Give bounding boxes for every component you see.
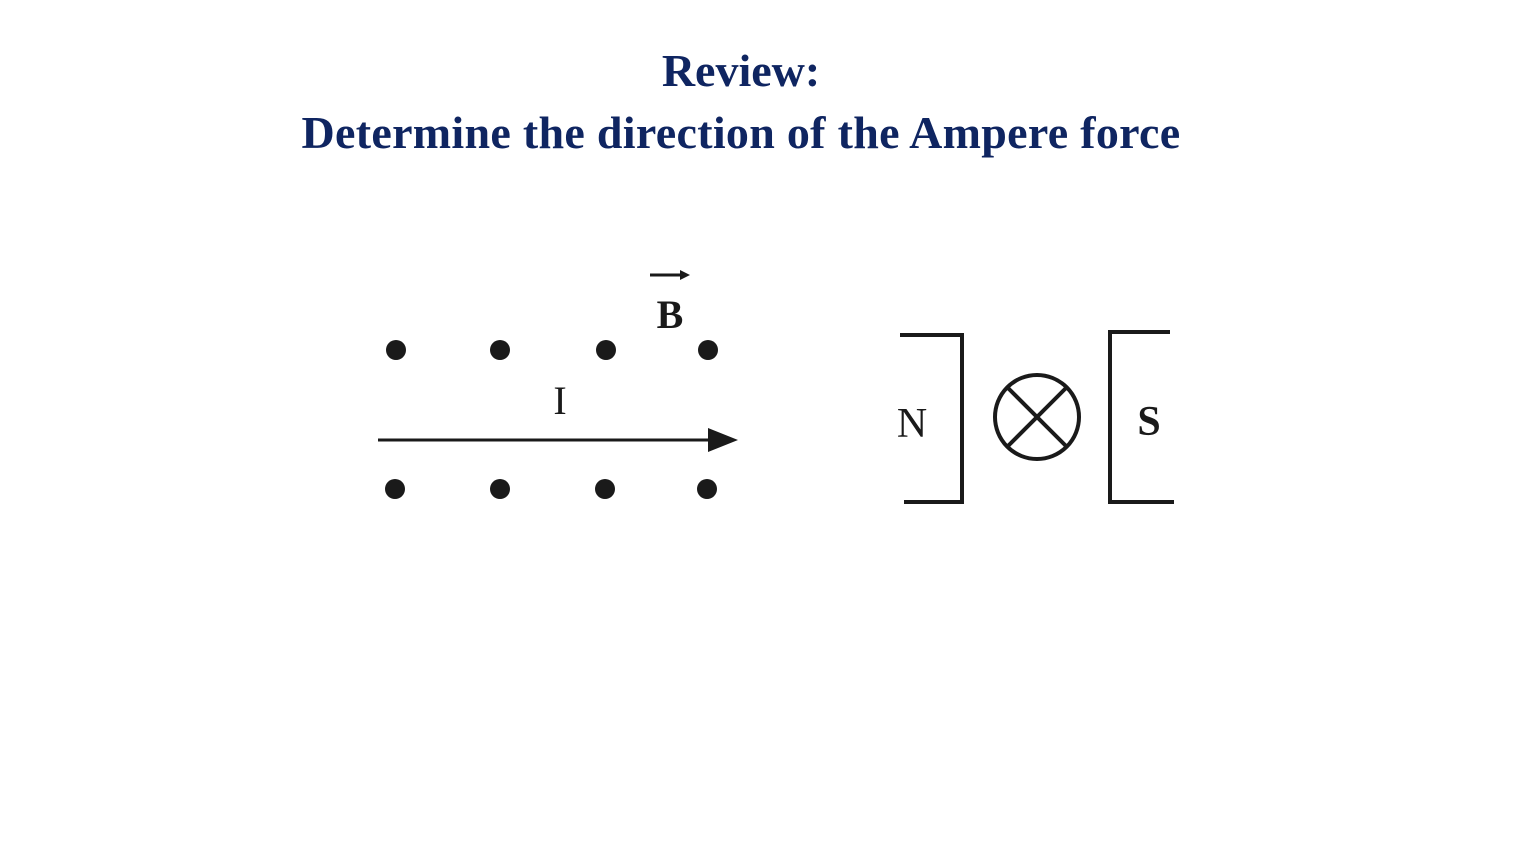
field-label-b: B [657,292,684,337]
north-pole-bracket [900,333,964,504]
north-pole-label: N [897,401,927,447]
field-dot [386,340,406,360]
field-dot [595,479,615,499]
slide-title-question: Determine the direction of the Ampere fo… [301,107,1181,158]
field-dot [698,340,718,360]
field-dot [490,340,510,360]
current-arrow-head [708,428,738,452]
field-dot [697,479,717,499]
field-dot [596,340,616,360]
field-vector-label: B [650,270,690,337]
south-pole-bracket [1108,330,1174,504]
field-dot [490,479,510,499]
south-pole-label: S [1137,399,1160,445]
current-into-page-icon [993,373,1081,461]
vector-arrow-head [680,270,690,280]
wire-in-field-diagram: B I [378,270,738,499]
magnet-diagram: N S [897,330,1174,504]
field-dot [385,479,405,499]
slide-title-review: Review: [661,45,821,96]
current-label-i: I [553,378,566,423]
